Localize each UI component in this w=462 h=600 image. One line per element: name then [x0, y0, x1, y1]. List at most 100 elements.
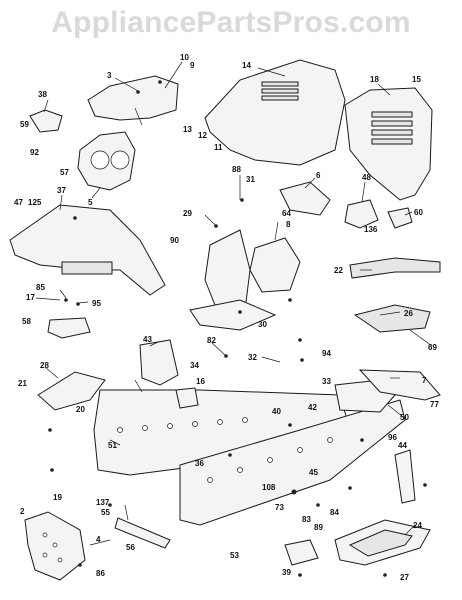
dash-panel-slot [61, 261, 113, 275]
callout-86[interactable]: 86 [96, 569, 105, 578]
callout-69[interactable]: 69 [428, 343, 437, 352]
callout-labels: 3 10 9 14 18 15 38 59 92 57 5 37 47 125 … [14, 53, 439, 582]
callout-20[interactable]: 20 [76, 405, 85, 414]
callout-8[interactable]: 8 [286, 220, 291, 229]
part-small-bracket[interactable] [29, 109, 63, 133]
callout-31[interactable]: 31 [246, 175, 255, 184]
callout-5[interactable]: 5 [88, 198, 93, 207]
callout-90[interactable]: 90 [170, 236, 179, 245]
part-rear-bracket-60[interactable] [387, 207, 413, 229]
callout-2[interactable]: 2 [20, 507, 25, 516]
callout-58[interactable]: 58 [22, 317, 31, 326]
callout-34[interactable]: 34 [190, 361, 199, 370]
part-side-rail-22[interactable] [349, 257, 441, 279]
callout-44[interactable]: 44 [398, 441, 407, 450]
callout-53[interactable]: 53 [230, 551, 239, 560]
callout-47-top-left[interactable]: 47 [14, 198, 23, 207]
part-bracket-58[interactable] [47, 317, 91, 339]
callout-137[interactable]: 137 [96, 498, 110, 507]
callout-30[interactable]: 30 [258, 320, 267, 329]
callout-13[interactable]: 13 [183, 125, 192, 134]
callout-108[interactable]: 108 [262, 483, 276, 492]
callout-18[interactable]: 18 [370, 75, 379, 84]
callout-39[interactable]: 39 [282, 568, 291, 577]
callout-59[interactable]: 59 [20, 120, 29, 129]
callout-73[interactable]: 73 [275, 503, 284, 512]
callout-14[interactable]: 14 [242, 61, 251, 70]
callout-84[interactable]: 84 [330, 508, 339, 517]
callout-136[interactable]: 136 [364, 225, 378, 234]
leader-lines [35, 61, 433, 546]
callout-43[interactable]: 43 [143, 335, 152, 344]
callout-88[interactable]: 88 [232, 165, 241, 174]
callout-64[interactable]: 64 [282, 209, 291, 218]
part-linkage-44[interactable] [394, 449, 416, 504]
callout-28[interactable]: 28 [40, 361, 49, 370]
callout-27[interactable]: 27 [400, 573, 409, 582]
part-bracket-39[interactable] [284, 539, 319, 566]
callout-45[interactable]: 45 [309, 468, 318, 477]
callout-7-right[interactable]: 7 [422, 376, 427, 385]
part-rear-bracket-48[interactable] [344, 199, 379, 229]
callout-96[interactable]: 96 [388, 433, 397, 442]
frame-holes-right [207, 437, 333, 483]
callout-15[interactable]: 15 [412, 75, 421, 84]
callout-95[interactable]: 95 [92, 299, 101, 308]
callout-4[interactable]: 4 [96, 535, 101, 544]
callout-89[interactable]: 89 [314, 523, 323, 532]
callout-36[interactable]: 36 [195, 459, 204, 468]
callout-11[interactable]: 11 [214, 143, 223, 152]
callout-57[interactable]: 57 [60, 168, 69, 177]
callout-6[interactable]: 6 [316, 171, 321, 180]
part-mount-plate-upper[interactable] [279, 181, 331, 216]
callout-17-left[interactable]: 17 [26, 293, 35, 302]
callout-48[interactable]: 48 [362, 173, 371, 182]
hood-grille-vents [261, 81, 299, 101]
callout-42[interactable]: 42 [308, 403, 317, 412]
callout-60[interactable]: 60 [414, 208, 423, 217]
part-bracket-16[interactable] [175, 387, 199, 409]
callout-10[interactable]: 10 [180, 53, 189, 62]
callout-32[interactable]: 32 [248, 353, 257, 362]
callout-51[interactable]: 51 [108, 441, 117, 450]
callout-94[interactable]: 94 [322, 349, 331, 358]
part-right-frame-rail[interactable] [179, 399, 406, 526]
part-tow-bar[interactable] [358, 369, 441, 401]
callout-92[interactable]: 92 [30, 148, 39, 157]
callout-50[interactable]: 50 [400, 413, 409, 422]
callout-19[interactable]: 19 [53, 493, 62, 502]
callout-125[interactable]: 125 [28, 198, 42, 207]
callout-9[interactable]: 9 [190, 61, 195, 70]
callout-38[interactable]: 38 [38, 90, 47, 99]
callout-12[interactable]: 12 [198, 131, 207, 140]
part-plate-26[interactable] [353, 304, 431, 333]
callout-55[interactable]: 55 [101, 508, 110, 517]
part-lever-56[interactable] [114, 517, 171, 549]
callout-77[interactable]: 77 [430, 400, 439, 409]
part-mount-plate-right[interactable] [249, 237, 301, 293]
callout-40[interactable]: 40 [272, 407, 281, 416]
callout-85[interactable]: 85 [36, 283, 45, 292]
callout-22[interactable]: 22 [334, 266, 343, 275]
part-bracket-28[interactable] [37, 371, 106, 411]
part-bumper-inner [348, 529, 413, 557]
callout-83[interactable]: 83 [302, 515, 311, 524]
callout-3[interactable]: 3 [107, 71, 112, 80]
part-hood[interactable] [204, 59, 346, 166]
step-plate-holes [42, 532, 63, 563]
part-steering-support[interactable] [204, 229, 251, 311]
callout-21-left[interactable]: 21 [18, 379, 27, 388]
part-floor-plate[interactable] [189, 299, 277, 331]
callout-82[interactable]: 82 [207, 336, 216, 345]
callout-16[interactable]: 16 [196, 377, 205, 386]
callout-24[interactable]: 24 [413, 521, 422, 530]
part-hitch-plate[interactable] [139, 339, 179, 386]
part-dash-panel[interactable] [9, 204, 166, 296]
callout-26[interactable]: 26 [404, 309, 413, 318]
callout-56[interactable]: 56 [126, 543, 135, 552]
callout-29[interactable]: 29 [183, 209, 192, 218]
part-hood-side-panel[interactable] [87, 75, 179, 121]
callout-33[interactable]: 33 [322, 377, 331, 386]
callout-37[interactable]: 37 [57, 186, 66, 195]
